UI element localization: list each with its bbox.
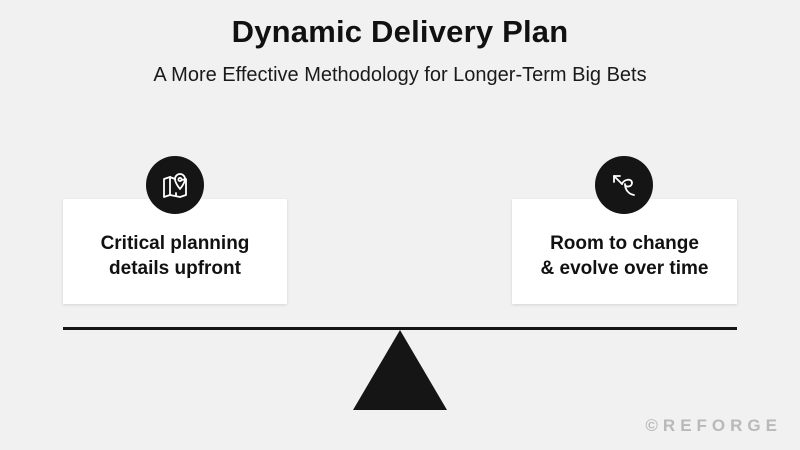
left-card: Critical planning details upfront — [63, 199, 287, 304]
left-card-text: Critical planning details upfront — [100, 232, 250, 279]
map-pin-icon — [146, 156, 204, 214]
page-title: Dynamic Delivery Plan — [231, 14, 569, 49]
right-card: Room to change & evolve over time — [512, 199, 737, 304]
right-card-text: Room to change & evolve over time — [540, 232, 709, 279]
fulcrum-triangle — [353, 330, 447, 410]
balance-beam — [63, 327, 737, 330]
reforge-watermark: ©REFORGE — [645, 416, 782, 435]
page-subtitle: A More Effective Methodology for Longer-… — [153, 64, 647, 86]
curved-arrow-icon — [595, 156, 653, 214]
